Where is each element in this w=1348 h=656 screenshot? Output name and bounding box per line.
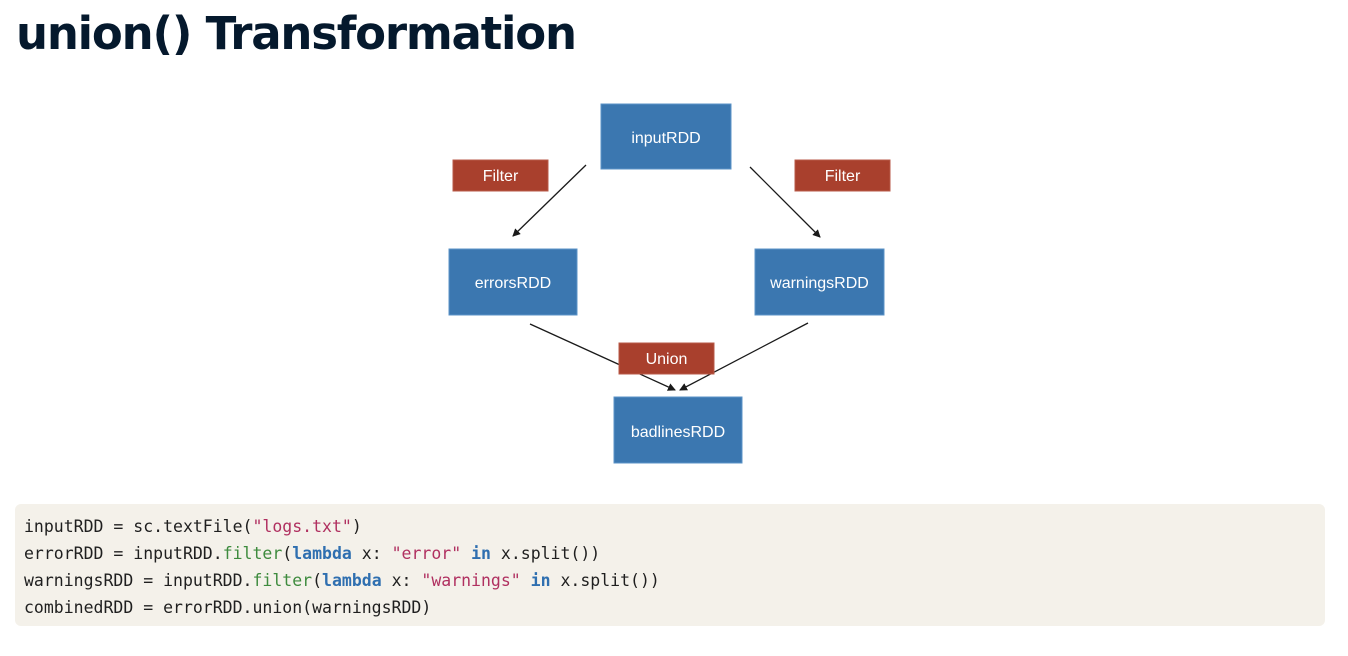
code-token: x: [381,571,422,590]
code-token: x.split()) [550,571,660,590]
slide-title: union() Transformation [16,7,577,60]
code-token: x.split()) [490,544,601,563]
code-line: errorRDD = inputRDD.filter(lambda x: "er… [24,540,1316,567]
code-token-keyword: in [530,571,551,590]
node-badlines-rdd: badlinesRDD [613,396,743,464]
edge-input-to-warnings [749,166,821,238]
code-token: ) [351,517,362,536]
rdd-union-diagram: inputRDD errorsRDD warningsRDD badlinesR… [448,103,891,464]
code-token: combinedRDD = errorRDD.union(warningsRDD… [24,598,432,617]
code-token: x: [351,544,392,563]
node-badlines-rdd-label: badlinesRDD [631,424,725,441]
edge-errors-to-badlines [529,323,676,391]
code-block: inputRDD = sc.textFile("logs.txt") error… [15,504,1325,626]
node-warnings-rdd-label: warningsRDD [769,275,869,292]
node-input-rdd-label: inputRDD [631,130,700,147]
operation-filter-right: Filter [794,159,891,192]
code-token-function: filter [252,571,313,590]
operation-union-label: Union [646,351,688,368]
code-token: warningsRDD = inputRDD. [24,571,253,590]
node-warnings-rdd: warningsRDD [754,248,885,316]
code-token [461,544,471,563]
node-errors-rdd: errorsRDD [448,248,578,316]
code-token: inputRDD = sc.textFile( [24,517,253,536]
code-token-keyword: lambda [322,571,382,590]
code-token-string: "logs.txt" [252,517,352,536]
code-token-keyword: in [471,544,491,563]
edge-warnings-to-badlines [679,322,809,391]
operation-filter-left: Filter [452,159,549,192]
node-input-rdd: inputRDD [600,103,732,170]
code-token: ( [312,571,323,590]
edge-input-to-errors [512,164,587,237]
code-token-function: filter [222,544,283,563]
code-token: errorRDD = inputRDD. [24,544,223,563]
code-token-string: "error" [391,544,462,563]
operation-filter-left-label: Filter [483,168,519,185]
code-line: inputRDD = sc.textFile("logs.txt") [24,513,1316,540]
code-line: combinedRDD = errorRDD.union(warningsRDD… [24,594,1316,621]
code-token-string: "warnings" [421,571,521,590]
code-line: warningsRDD = inputRDD.filter(lambda x: … [24,567,1316,594]
code-token: ( [282,544,293,563]
operation-union: Union [618,342,715,375]
code-token [521,571,531,590]
operation-filter-right-label: Filter [825,168,861,185]
node-errors-rdd-label: errorsRDD [475,275,551,292]
code-token-keyword: lambda [292,544,352,563]
